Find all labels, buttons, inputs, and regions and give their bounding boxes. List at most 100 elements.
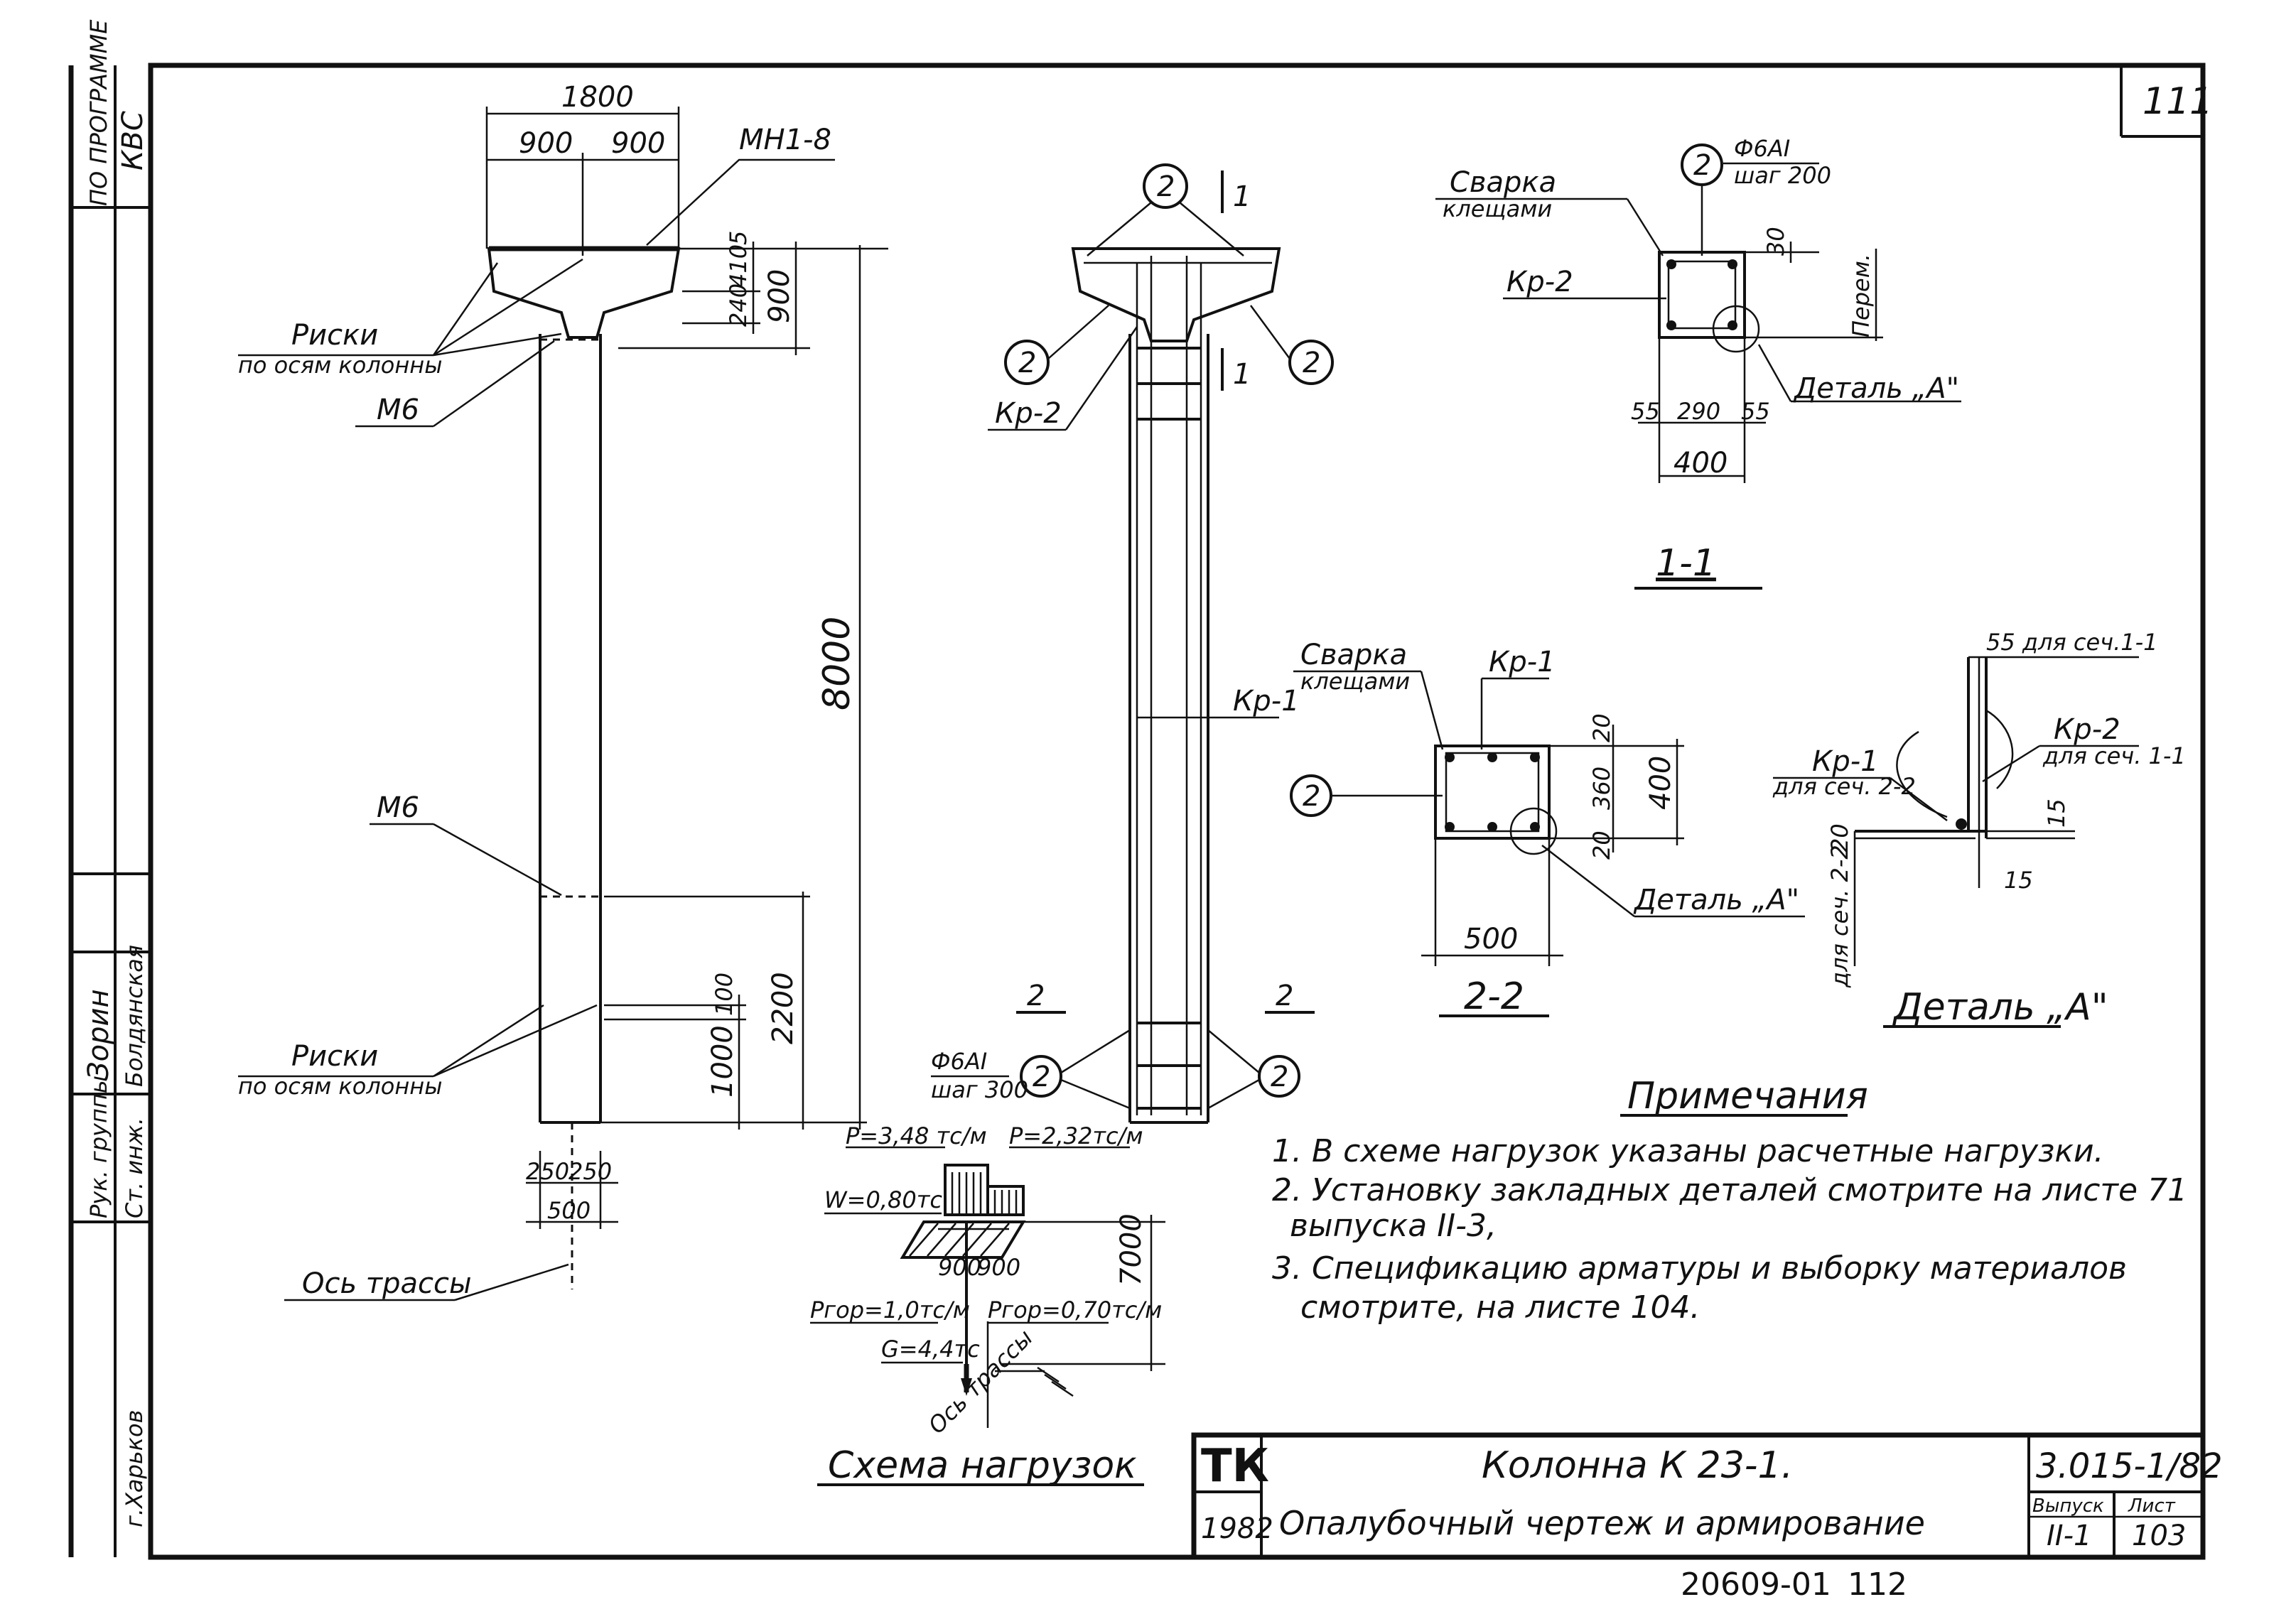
s11-dim-55-left: 55 [1631,398,1660,425]
bubble-2-right: 2 [1303,347,1320,379]
title-block: ТК 1982 Колонна К 23-1. Опалубочный черт… [1191,1432,2223,1560]
load-p-right: Р=2,32тс/м [1009,1122,1143,1149]
column-elevation: 1800 900 900 МН1-8 5 410 240 900 8000 22… [238,81,888,1301]
s22-title: 2-2 [1464,975,1524,1018]
bar-dia-label: Ф6АI [931,1048,987,1075]
stamp-st-eng: Ст. инж. [121,1117,148,1218]
s11-weld-sub: клещами [1443,195,1552,222]
tb-year: 1982 [1201,1512,1273,1545]
s11-bar-step: шаг 200 [1734,162,1831,189]
stamp-rk-group: Рук. группы [85,1076,112,1218]
da-kr2: Кр-2 [2054,713,2120,746]
bubble-2-top: 2 [1157,170,1175,203]
s22-weld-sub: клещами [1300,668,1410,695]
note-2b: выпуска II-3, [1290,1208,1497,1244]
tb-issue-label: Выпуск [2032,1495,2104,1517]
s11-dim-30: 30 [1762,227,1789,256]
tb-issue: II-1 [2047,1520,2091,1552]
stamp-city: г.Харьков [121,1410,148,1527]
note-2a: 2. Установку закладных деталей смотрите … [1272,1172,2187,1208]
da-note-55: 55 для сеч.1-1 [1986,629,2158,656]
tb-logo: ТК [1201,1440,1269,1493]
dim-100: 100 [711,973,738,1016]
stamp-program: ПО ПРОГРАММЕ [85,19,112,206]
s11-dim-290: 290 [1677,398,1720,425]
note-3a: 3. Спецификацию арматуры и выборку матер… [1272,1250,2127,1287]
dim-250-left: 250 [526,1158,569,1185]
marks-bottom-sub: по осям колонны [238,1073,442,1100]
tb-sheet: 103 [2132,1520,2186,1552]
s11-bubble-2: 2 [1693,149,1711,182]
m6-top-label: М6 [377,394,419,426]
dim-5: 5 [725,231,752,245]
s11-title: 1-1 [1656,542,1716,585]
s11-dim-400: 400 [1674,447,1728,480]
reinforcement-elevation: 1 1 2 2 2 Кр-2 Кр-1 2 2 Ф6АI шаг 300 2 2 [931,163,1334,1124]
s11-dim-55-right: 55 [1741,398,1770,425]
s22-weld: Сварка [1300,639,1407,671]
tb-subtitle: Опалубочный чертеж и армирование [1279,1504,1925,1542]
load-g: G=4,4тс [881,1336,980,1363]
notes-title: Примечания [1627,1075,1868,1117]
side-stamp: ПО ПРОГРАММЕ КВС Рук. группы Ст. инж. Зо… [68,19,151,1557]
da-dim-15b: 15 [2004,867,2033,894]
stamp-name2: Болдянская [121,945,148,1087]
embedded-mn1-8: МН1-8 [739,124,831,156]
section-1-1: Сварка клещами 2 Ф6АI шаг 200 Кр-2 30 Пе… [1435,135,1961,590]
da-dim-20: 20 [1826,823,1853,852]
s22-dim-400: 400 [1644,756,1677,810]
bar-step-label: шаг 300 [931,1076,1028,1103]
da-kr1: Кр-1 [1812,745,1879,778]
tb-code: 3.015-1/82 [2036,1446,2223,1486]
dim-900-head: 900 [763,269,796,323]
load-dim-900a: 900 [938,1254,981,1281]
dim-900-left: 900 [519,127,573,160]
sheet-corner: 111 [2120,65,2213,138]
notes: Примечания 1. В схеме нагрузок указаны р… [1272,1075,2187,1326]
detail-a: 55 для сеч.1-1 Кр-2 для сеч. 1-1 Кр-1 дл… [1772,629,2186,1029]
load-ptop-left: Pгор=1,0тс/м [810,1297,970,1323]
bubble-2-bot-right: 2 [1271,1061,1288,1093]
da-title: Деталь „А" [1892,986,2108,1029]
sheet-frame [148,63,2206,1560]
load-p-left: Р=3,48 тс/м [846,1122,987,1149]
s11-weld: Сварка [1450,166,1556,199]
s22-dim-500: 500 [1464,923,1518,956]
da-kr2-sub: для сеч. 1-1 [2042,742,2186,769]
load-w: W=0,80тс [824,1186,942,1213]
da-dim-20-sub: для сеч. 2-2 [1826,845,1853,988]
da-dim-15a: 15 [2043,799,2070,828]
load-dim-7000: 7000 [1115,1213,1148,1286]
bottom-code: 20609-01 [1681,1566,1831,1603]
section-mark-1-top: 1 [1233,180,1251,213]
stamp-kvs: КВС [117,111,149,170]
section-mark-2-right: 2 [1276,980,1293,1012]
load-scheme: 7000 Р=3,48 тс/м Р=2,32тс/м W=0,80тс 900… [810,1122,1165,1487]
stamp-name1: Зорин [82,989,115,1080]
s22-dim-360: 360 [1588,767,1615,810]
bottom-page: 112 [1848,1566,1907,1603]
s22-dim-20-top: 20 [1588,713,1615,742]
dim-1000: 1000 [706,1025,739,1098]
note-1: 1. В схеме нагрузок указаны расчетные на… [1272,1133,2104,1169]
s22-dim-20-bot: 20 [1588,830,1615,860]
s11-dim-var: Перем. [1848,254,1875,337]
dim-900-right: 900 [611,127,665,160]
dim-410: 410 [725,244,752,288]
s22-kr1: Кр-1 [1489,646,1556,678]
section-mark-2-left: 2 [1027,980,1045,1012]
section-mark-1-bot: 1 [1233,358,1251,391]
bubble-2-left: 2 [1018,347,1036,379]
da-kr1-sub: для сеч. 2-2 [1772,773,1916,800]
dim-250-right: 250 [568,1158,612,1185]
dim-500: 500 [547,1197,591,1224]
section-2-2: Сварка клещами Кр-1 2 20 360 400 20 500 … [1290,639,1805,1018]
s11-kr2: Кр-2 [1507,266,1573,298]
s22-bubble-2: 2 [1303,780,1320,813]
tb-sheet-label: Лист [2128,1495,2176,1517]
corner-number: 111 [2143,80,2213,123]
dim-8000: 8000 [816,617,858,710]
kr2-label: Кр-2 [995,397,1062,430]
marks-top: Риски [291,319,378,352]
